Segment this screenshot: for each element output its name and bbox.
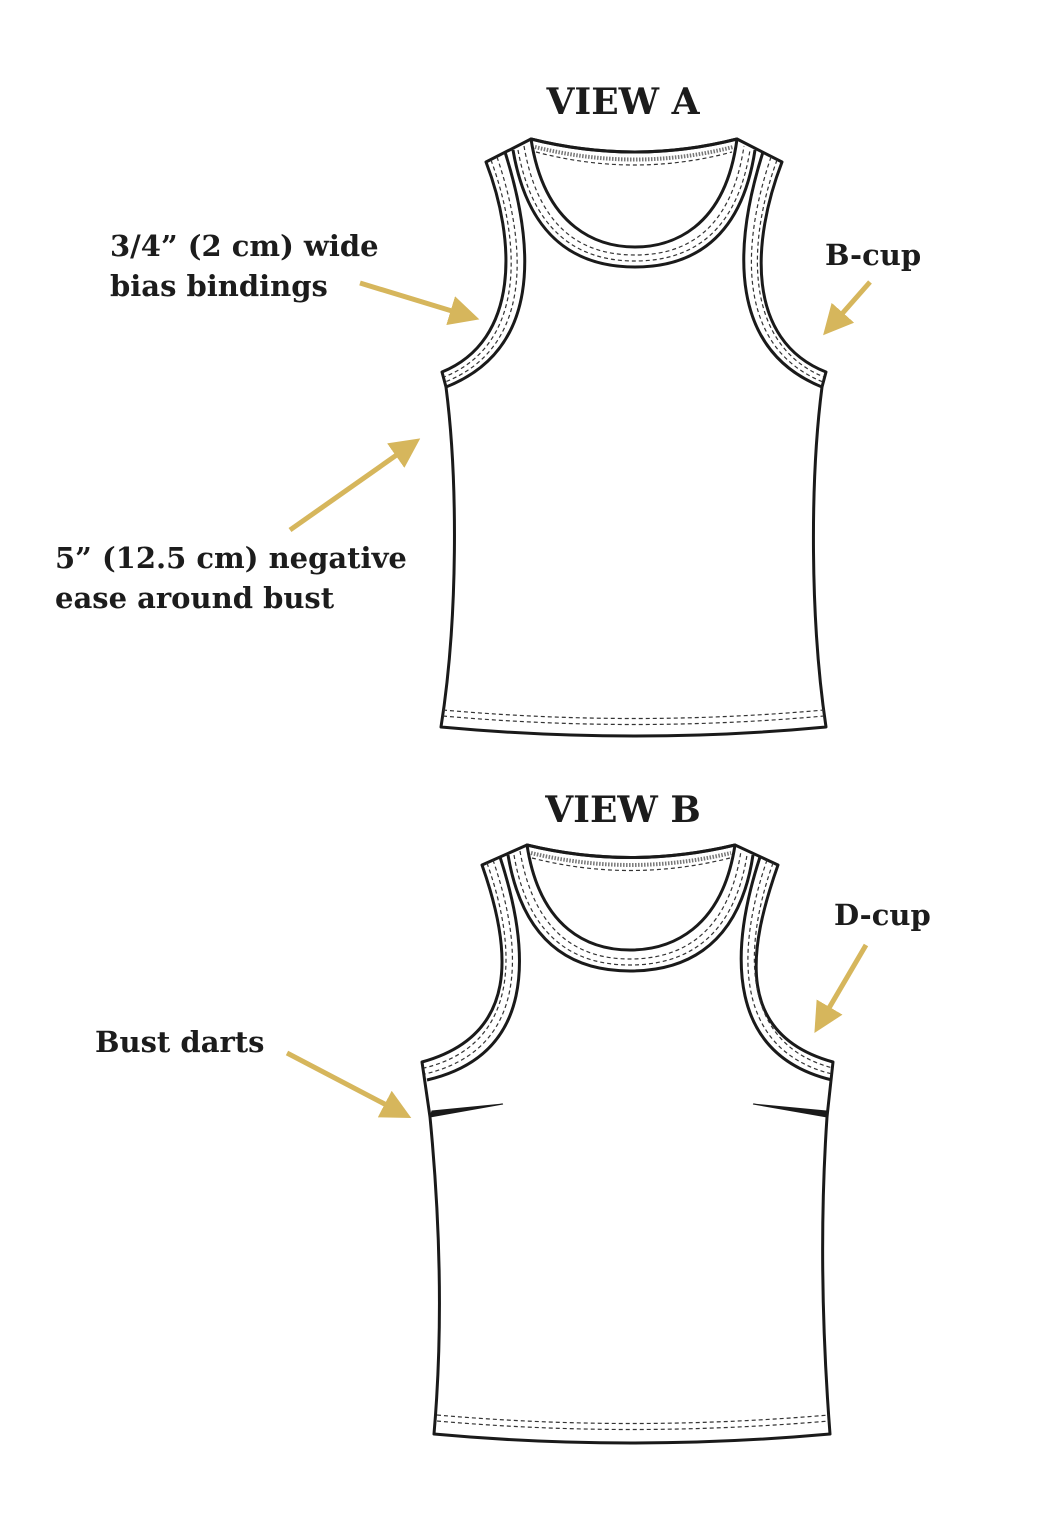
arrow-bust-darts [285,1050,412,1118]
view-b-neck-lining [525,843,737,952]
label-negative-ease-line1: 5” (12.5 cm) negative [55,541,407,575]
label-negative-ease-line2: ease around bust [55,581,335,615]
label-bust-darts: Bust darts [95,1025,264,1059]
view-a-neck-lining [529,137,739,249]
view-a: VIEW A 3/4” (2 cm) wide bias bindings B-… [55,81,921,738]
arrow-negative-ease [288,438,421,533]
left-bust-dart [429,1103,504,1118]
view-a-title: VIEW A [545,81,700,123]
view-a-tank-drawing [439,137,828,738]
view-b: VIEW B Bust darts D-cup [95,789,931,1445]
view-b-title: VIEW B [544,789,701,831]
label-d-cup: D-cup [834,898,931,932]
arrow-b-cup [823,280,872,336]
label-bias-bindings-line2: bias bindings [110,269,328,303]
label-bias-bindings-line1: 3/4” (2 cm) wide [110,229,379,263]
view-b-tank-drawing [420,843,835,1445]
right-bust-dart [752,1103,828,1118]
arrow-d-cup [814,943,869,1033]
label-b-cup: B-cup [825,238,921,272]
arrow-bindings [359,280,480,325]
